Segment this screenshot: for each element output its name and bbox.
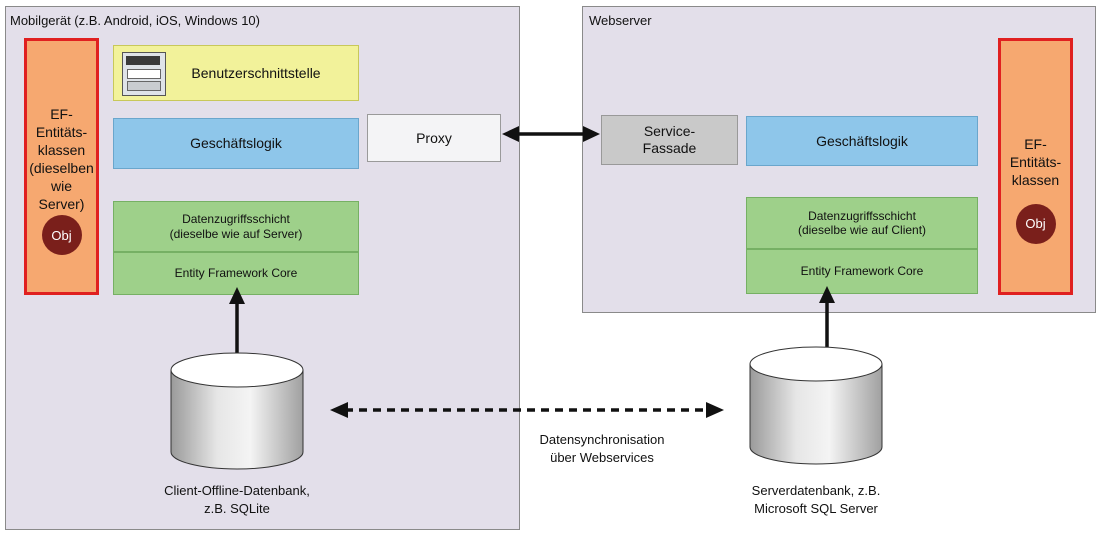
mobile-entity-framework-core: Entity Framework Core (113, 252, 359, 295)
mobile-ef-label: EF- Entitäts- klassen (dieselben wie Ser… (29, 106, 94, 212)
server-business-logic: Geschäftslogik (746, 116, 978, 166)
sync-arrow (330, 402, 724, 418)
window-icon (122, 52, 166, 96)
server-db-caption: Serverdatenbank, z.B. Microsoft SQL Serv… (751, 483, 881, 516)
server-obj-badge: Obj (1015, 203, 1056, 244)
mobile-ef-entity-classes: EF- Entitäts- klassen (dieselben wie Ser… (24, 38, 99, 295)
service-facade-box: Service- Fassade (601, 115, 738, 165)
mobile-panel-title: Mobilgerät (z.B. Android, iOS, Windows 1… (10, 13, 260, 28)
webserver-panel-title: Webserver (589, 13, 652, 28)
server-database-icon (749, 346, 883, 465)
proxy-box: Proxy (367, 114, 501, 162)
client-db-caption: Client-Offline-Datenbank, z.B. SQLite (164, 483, 310, 516)
mobile-obj-badge: Obj (41, 215, 82, 256)
proxy-facade-arrow (502, 126, 600, 142)
sync-label: Datensynchronisation über Webservices (539, 432, 665, 465)
server-data-access-layer: Datenzugriffsschicht (dieselbe wie auf C… (746, 197, 978, 249)
user-interface-label: Benutzerschnittstelle (191, 64, 321, 81)
server-ef-entity-classes: EF- Entitäts- klassen Obj (998, 38, 1073, 295)
mobile-data-access-layer: Datenzugriffsschicht (dieselbe wie auf S… (113, 201, 359, 252)
client-database-icon (170, 352, 304, 470)
mobile-business-logic: Geschäftslogik (113, 118, 359, 169)
server-entity-framework-core: Entity Framework Core (746, 249, 978, 294)
user-interface-box: Benutzerschnittstelle (113, 45, 359, 101)
server-ef-label: EF- Entitäts- klassen (1009, 136, 1062, 188)
